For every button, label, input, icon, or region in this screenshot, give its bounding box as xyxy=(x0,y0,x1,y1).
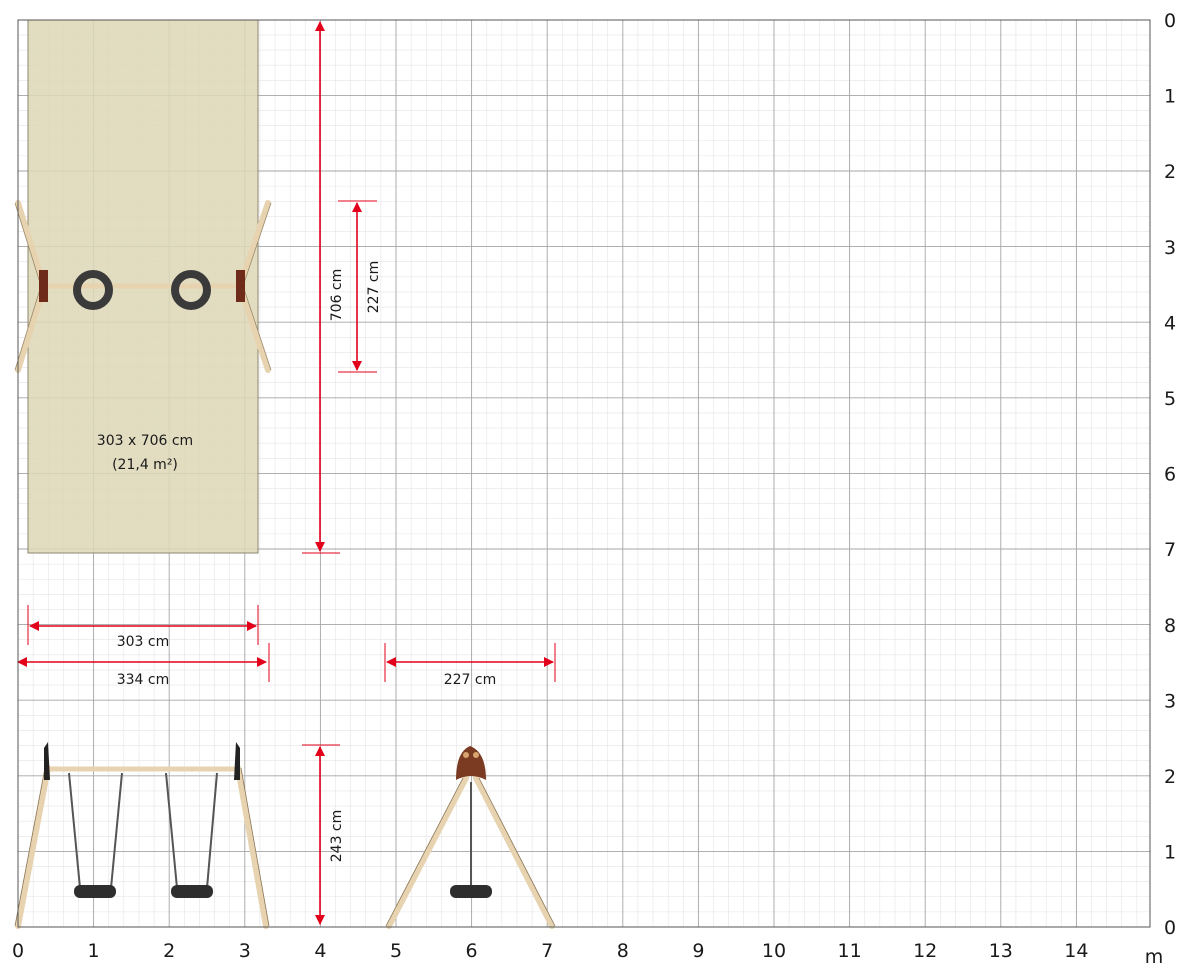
x-tick-label: 13 xyxy=(989,940,1013,962)
x-tick-label: 1 xyxy=(88,940,100,962)
y-tick-label: 1 xyxy=(1164,842,1176,864)
x-tick-label: 10 xyxy=(762,940,786,962)
y-tick-label: 1 xyxy=(1164,86,1176,108)
dimension-label-334: 334 cm xyxy=(117,672,170,688)
dimension-label-227-horizontal: 227 cm xyxy=(444,672,497,688)
dimension-label-227-vertical: 227 cm xyxy=(366,261,382,314)
x-tick-label: 9 xyxy=(692,940,704,962)
y-tick-label: 0 xyxy=(1164,10,1176,32)
tire-seat-1 xyxy=(74,885,116,898)
y-tick-label: 0 xyxy=(1164,917,1176,939)
x-tick-label: 4 xyxy=(314,940,326,962)
x-tick-label: 11 xyxy=(838,940,862,962)
y-tick-label: 2 xyxy=(1164,161,1176,183)
x-tick-label: 8 xyxy=(617,940,629,962)
side-view-swing xyxy=(385,746,556,929)
y-tick-label: 3 xyxy=(1164,237,1176,259)
dimension-label-303: 303 cm xyxy=(117,634,170,650)
x-tick-label: 5 xyxy=(390,940,402,962)
x-tick-label: 6 xyxy=(466,940,478,962)
x-tick-label: 0 xyxy=(12,940,24,962)
y-tick-label: 5 xyxy=(1164,388,1176,410)
dimension-label-706: 706 cm xyxy=(329,269,345,322)
y-tick-label: 3 xyxy=(1164,690,1176,712)
tire-swing-top-2 xyxy=(171,270,211,310)
y-tick-label: 2 xyxy=(1164,766,1176,788)
footprint-area-label: (21,4 m²) xyxy=(112,457,178,473)
x-tick-label: 3 xyxy=(239,940,251,962)
footprint-size-label: 303 x 706 cm xyxy=(97,433,193,449)
y-tick-label: 4 xyxy=(1164,312,1176,334)
x-tick-label: 12 xyxy=(913,940,937,962)
tire-seat-2 xyxy=(171,885,213,898)
x-tick-label: 7 xyxy=(541,940,553,962)
monkey-figure-icon xyxy=(456,746,486,780)
x-tick-label: 14 xyxy=(1064,940,1088,962)
tire-seat-side xyxy=(450,885,492,898)
bracket-left-top xyxy=(39,270,48,302)
top-view: 303 x 706 cm (21,4 m²) xyxy=(14,19,272,554)
y-tick-label: 8 xyxy=(1164,615,1176,637)
plot-border xyxy=(17,19,1151,928)
y-tick-label: 6 xyxy=(1164,464,1176,486)
tire-swing-top-1 xyxy=(73,270,113,310)
dimension-lines xyxy=(17,21,556,925)
bracket-right-top xyxy=(236,270,245,302)
front-view-double-swing xyxy=(14,742,270,929)
x-tick-label: 2 xyxy=(163,940,175,962)
y-tick-label: 7 xyxy=(1164,539,1176,561)
y-axis: 0 1 2 3 4 5 6 7 8 3 2 1 0 xyxy=(1164,10,1176,939)
x-axis-unit: m xyxy=(1145,946,1164,967)
dimension-label-243: 243 cm xyxy=(329,810,345,863)
